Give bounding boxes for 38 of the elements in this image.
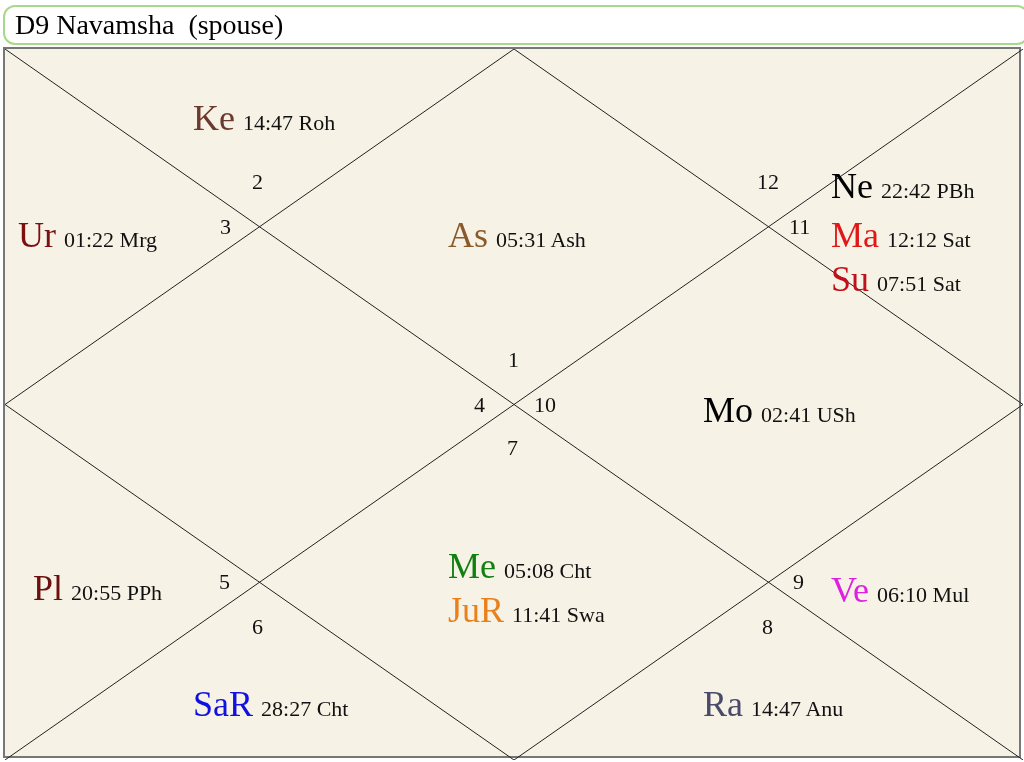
planet-position-label: 11:41 Swa [512, 600, 605, 629]
planet-position-label: 05:08 Cht [504, 556, 592, 585]
house-number: 3 [220, 213, 231, 241]
planet-position-label: 22:42 PBh [881, 176, 975, 205]
planet-abbreviation: JuR [448, 589, 505, 630]
house-number: 7 [507, 434, 518, 462]
planet-position-label: 14:47 Roh [243, 108, 336, 137]
house-number: 12 [757, 168, 779, 196]
planet-abbreviation: SaR [193, 683, 253, 724]
planet-position-label: 01:22 Mrg [64, 225, 158, 254]
planet-position-label: 07:51 Sat [877, 269, 961, 298]
planet-abbreviation: Ke [193, 97, 235, 138]
planet-abbreviation: As [448, 214, 488, 255]
house-number: 8 [762, 613, 773, 641]
planet-abbreviation: Me [448, 545, 496, 586]
chart-title: D9 Navamsha (spouse) [3, 5, 1024, 45]
house-number: 6 [252, 613, 263, 641]
planet-position-label: 06:10 Mul [877, 580, 970, 609]
planet-abbreviation: Ma [831, 214, 879, 255]
house-number: 2 [252, 168, 263, 196]
planet-position-label: 28:27 Cht [261, 694, 349, 723]
planet-abbreviation: Ve [831, 569, 869, 610]
planet-abbreviation: Ne [831, 165, 873, 206]
planet-abbreviation: Ur [18, 214, 56, 255]
house-number: 4 [474, 391, 485, 419]
planet-position-label: 12:12 Sat [887, 225, 971, 254]
house-number: 11 [789, 213, 811, 241]
planet-position-label: 14:47 Anu [751, 694, 844, 723]
planet-abbreviation: Pl [33, 567, 64, 608]
house-number: 1 [508, 346, 519, 374]
house-number: 5 [219, 568, 230, 596]
house-number: 10 [534, 391, 556, 419]
planet-abbreviation: Mo [703, 389, 753, 430]
planet-abbreviation: Ra [703, 683, 743, 724]
planet-position-label: 20:55 PPh [71, 578, 163, 607]
planet-position-label: 05:31 Ash [496, 225, 586, 254]
planet-position-label: 02:41 USh [761, 400, 856, 429]
house-number: 9 [793, 568, 804, 596]
